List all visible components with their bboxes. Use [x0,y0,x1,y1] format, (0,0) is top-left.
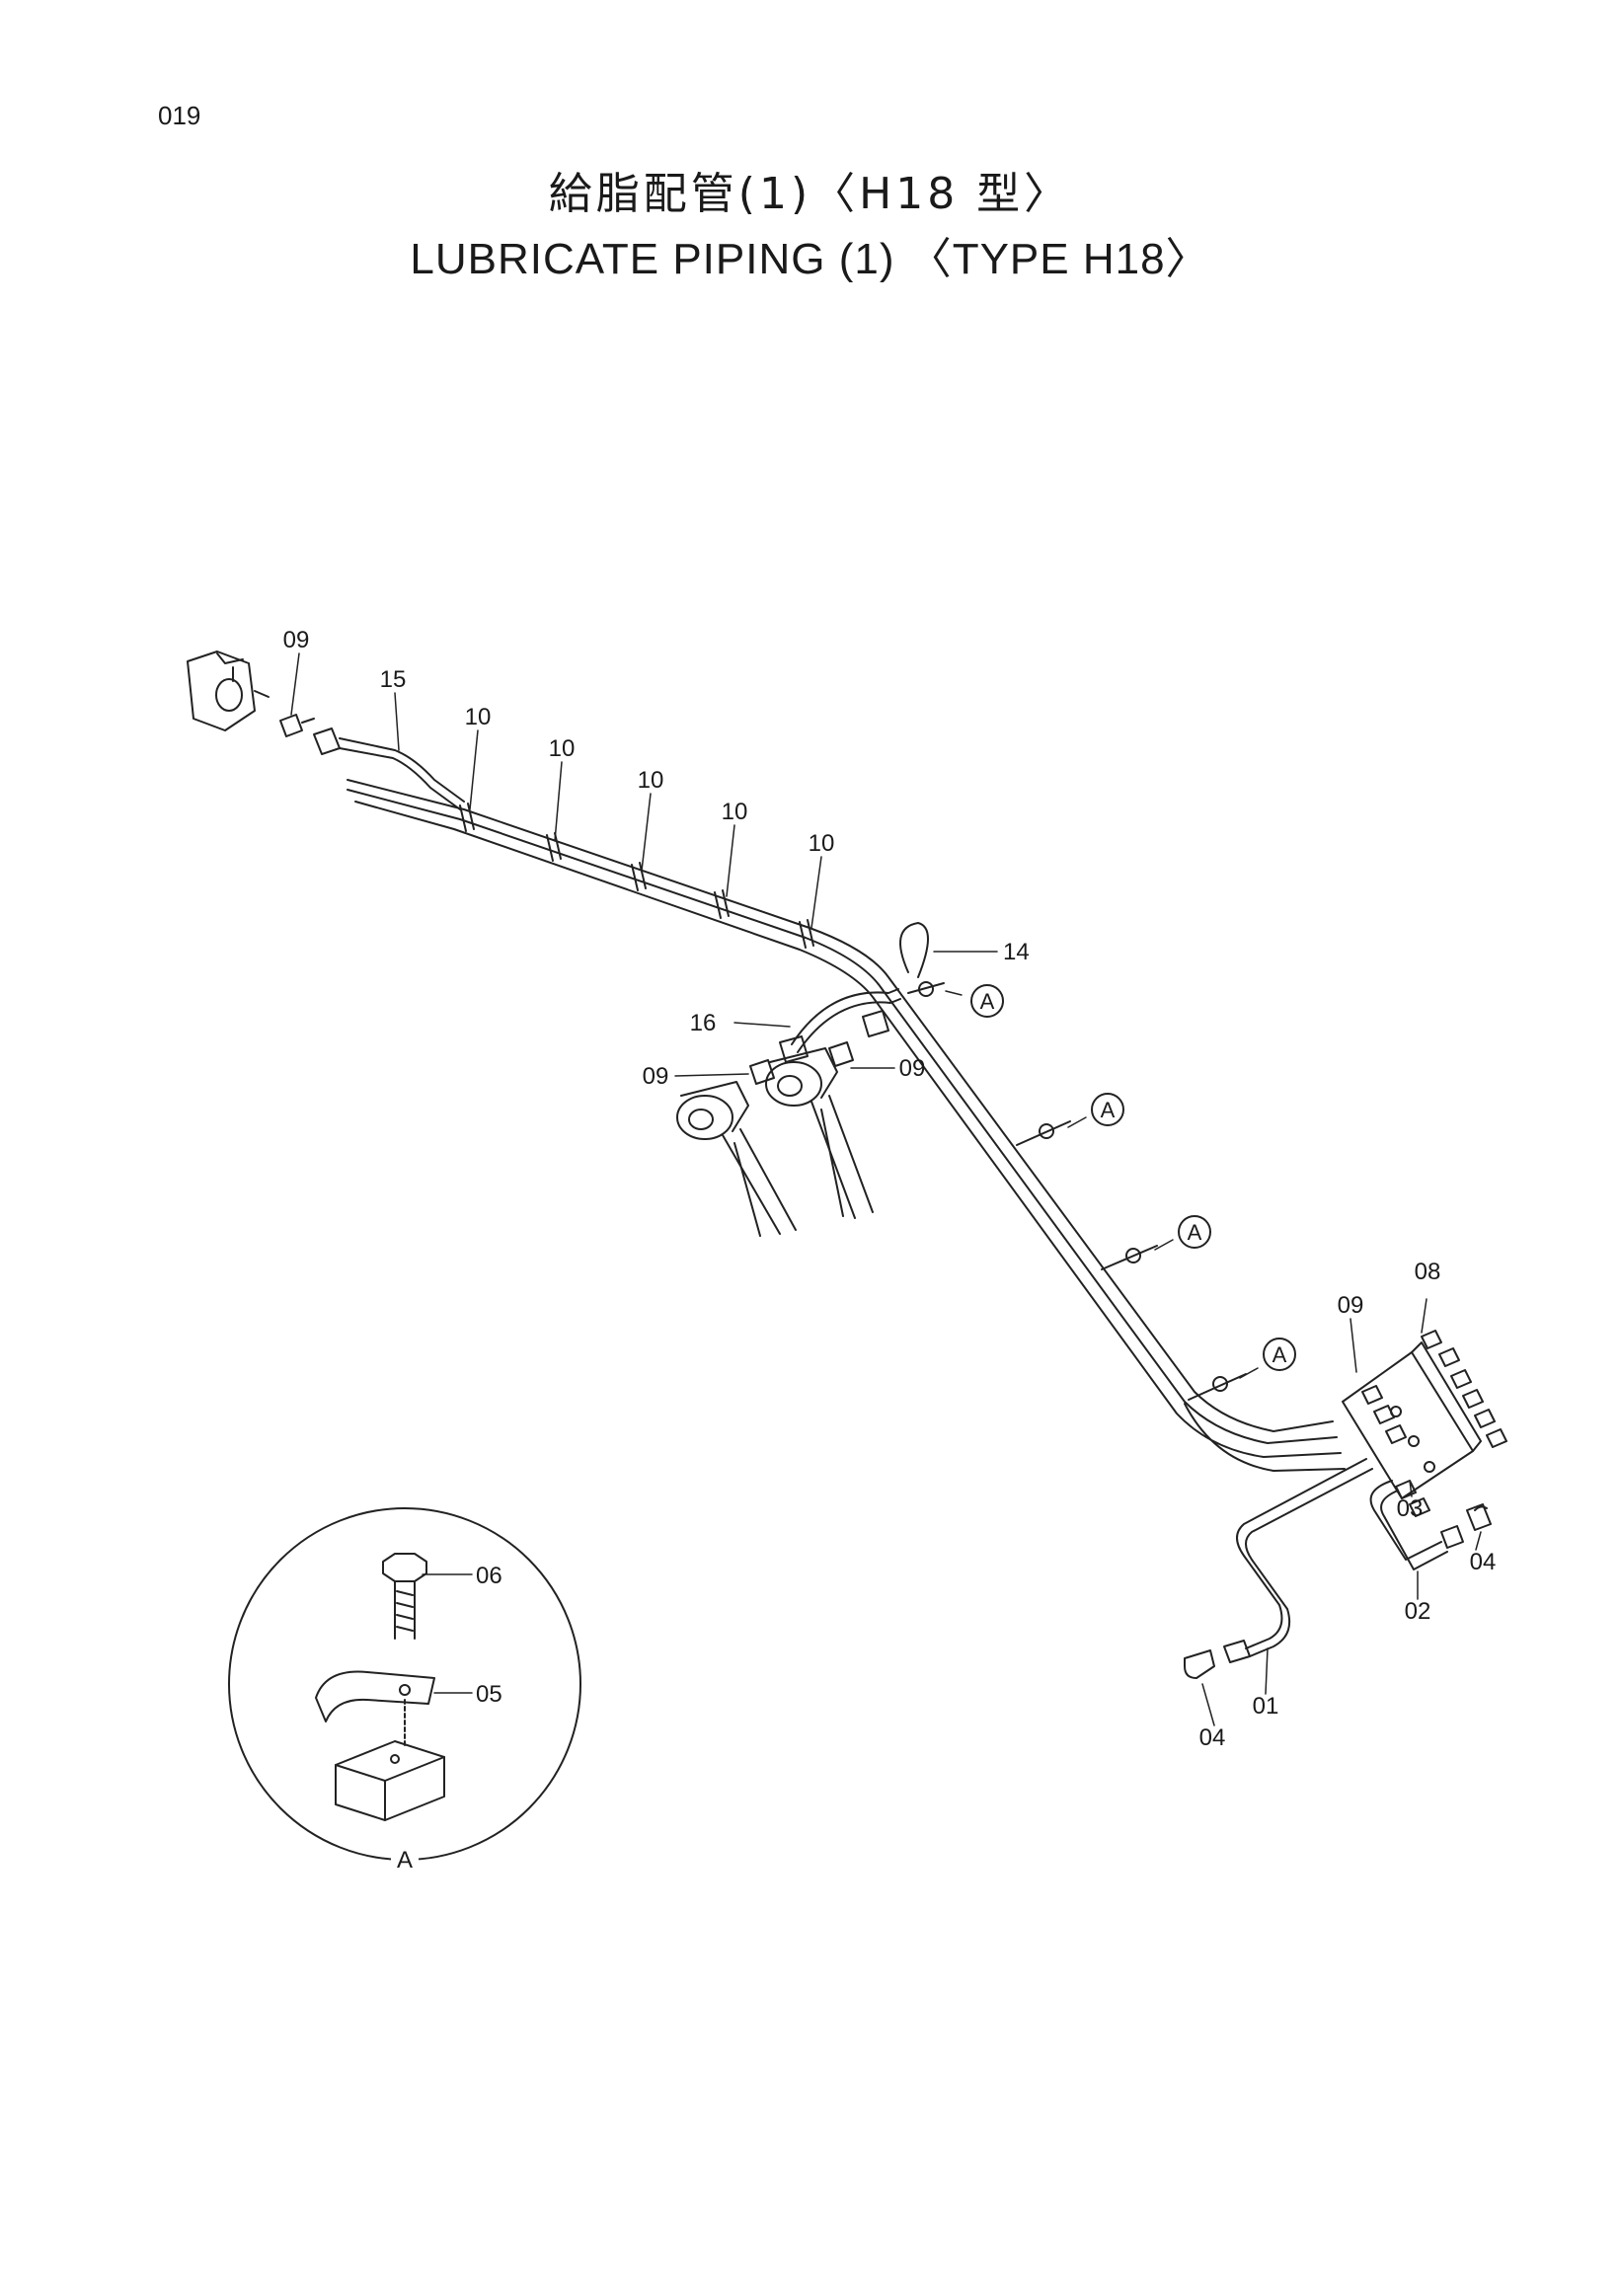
title-english: LUBRICATE PIPING (1) 〈TYPE H18〉 [410,235,1210,283]
callout-09-top: 09 [283,627,310,653]
pipe-02 [1369,1480,1464,1570]
detail-marker-a-4: A [1273,1342,1287,1367]
elbow-04-right [1466,1503,1492,1531]
distribution-block-08 [1342,1330,1507,1517]
hose-16 [779,988,901,1063]
detail-marker-a-2: A [1101,1098,1116,1122]
callout-10-c: 10 [638,767,664,794]
boom-pin-boss [187,651,270,731]
callout-10-d: 10 [722,799,748,825]
callout-10-a: 10 [465,704,492,730]
clamps-10 [459,803,814,949]
callout-10-e: 10 [809,830,835,857]
callout-09-left: 09 [643,1063,669,1090]
callout-02: 02 [1405,1598,1431,1625]
callout-06: 06 [476,1563,502,1589]
grease-fitting-09-top [279,714,315,737]
callout-04-left: 04 [1199,1724,1226,1751]
title-japanese: 給脂配管(1)〈H18 型〉 [548,169,1072,219]
detail-a-label: A [397,1847,413,1874]
cylinder-ends [676,1041,874,1237]
callout-16: 16 [690,1010,717,1036]
callout-09-block: 09 [1338,1292,1364,1319]
main-pipe-bundle [347,779,1346,1472]
detail-marker-a-3: A [1188,1220,1202,1245]
detail-marker-a-1: A [980,989,995,1014]
leader-lines [290,652,1482,1726]
callout-10-b: 10 [549,735,576,762]
callout-03: 03 [1397,1495,1424,1522]
callout-14: 14 [1003,939,1030,965]
callout-08: 08 [1415,1259,1441,1285]
callout-09-right: 09 [899,1055,926,1082]
detail-markers [970,984,1296,1371]
elbow-04-left [1184,1649,1215,1679]
pipe-01 [1223,1458,1373,1663]
pipe-loop-14 [899,922,929,978]
callout-05: 05 [476,1681,502,1708]
callout-15: 15 [380,666,407,693]
callout-04-right: 04 [1470,1549,1497,1575]
hose-15 [313,727,465,810]
detail-a-circle [228,1507,581,1861]
page-number: 019 [158,101,201,130]
callout-01: 01 [1253,1693,1279,1720]
clamps-a [907,981,1247,1401]
